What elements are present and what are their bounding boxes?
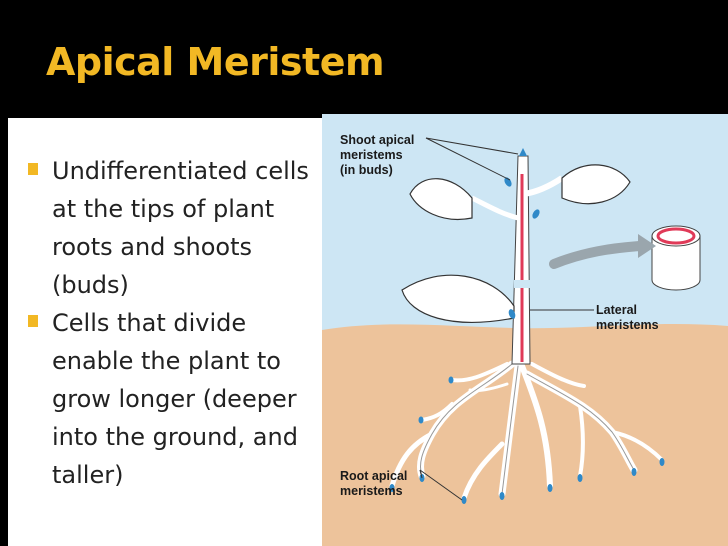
root-outline: [419, 363, 635, 495]
label-lateral-1: Lateral: [596, 303, 637, 317]
plant-diagram: Shoot apical meristems (in buds) Lateral…: [322, 114, 728, 546]
stem-gap: [514, 280, 534, 288]
stem-cross-section: [651, 225, 701, 291]
label-shoot-apical-1: Shoot apical: [340, 133, 414, 147]
label-root-apical-2: meristems: [340, 484, 403, 498]
slide-title: Apical Meristem: [46, 40, 385, 84]
title-bar: Apical Meristem: [0, 0, 728, 114]
label-lateral-2: meristems: [596, 318, 659, 332]
zoom-arrow-head: [638, 234, 656, 258]
soil-region: [322, 324, 728, 546]
upper-right-leaf: [561, 164, 631, 205]
upper-branch: [523, 175, 564, 197]
content-panel: Undifferentiated cells at the tips of pl…: [8, 118, 322, 546]
bullet-list: Undifferentiated cells at the tips of pl…: [16, 152, 316, 494]
lower-left-leaf: [401, 274, 515, 323]
bullet-square-icon: [28, 315, 38, 327]
label-shoot-apical-3: (in buds): [340, 163, 393, 177]
bullet-text: Undifferentiated cells at the tips of pl…: [52, 157, 309, 299]
plant-diagram-svg: Shoot apical meristems (in buds) Lateral…: [322, 114, 728, 546]
bullet-text: Cells that divide enable the plant to gr…: [52, 309, 298, 489]
upper-left-leaf: [409, 178, 473, 220]
shoot-buds: [504, 148, 540, 319]
label-shoot-apical-2: meristems: [340, 148, 403, 162]
bullet-item-2: Cells that divide enable the plant to gr…: [16, 304, 316, 494]
label-root-apical-1: Root apical: [340, 469, 407, 483]
bullet-item-1: Undifferentiated cells at the tips of pl…: [16, 152, 316, 304]
root-tip-meristems: [389, 376, 665, 504]
bullet-square-icon: [28, 163, 38, 175]
label-leaders: [419, 137, 594, 501]
zoom-arrow: [549, 241, 645, 269]
upper-left-branch: [470, 195, 519, 221]
